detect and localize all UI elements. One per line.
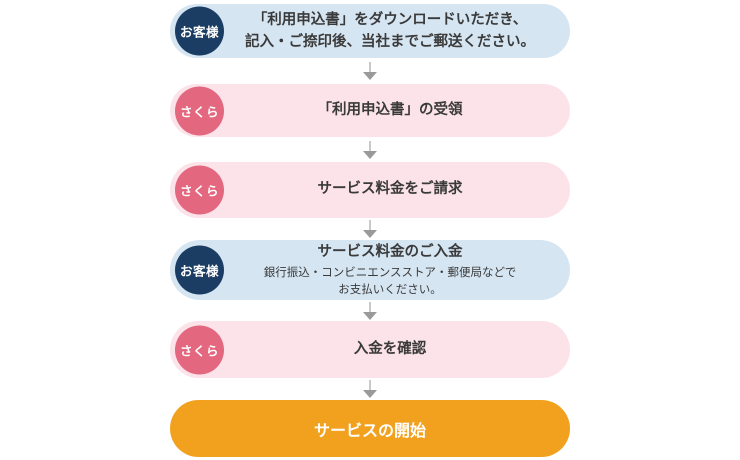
step-text-line1: 「利用申込書」をダウンロードいただき、: [252, 11, 528, 28]
actor-badge-company: さくら: [175, 86, 224, 135]
step-text-line2: 記入・ご捺印後、当社までご郵送ください。: [245, 34, 535, 50]
arrow-head: [363, 311, 377, 320]
arrow-head: [363, 72, 377, 80]
flow-arrow-down-icon: [170, 218, 570, 240]
step-note-line1: 銀行振込・コンビニエンスストア・郵便局などで: [263, 266, 517, 279]
actor-badge-company: さくら: [175, 165, 224, 215]
flow-arrow-down-icon: [170, 378, 570, 400]
actor-badge-customer: お客様: [175, 245, 224, 295]
step-billing: さくら サービス料金をご請求: [170, 162, 570, 218]
arrow-stem: [369, 301, 371, 312]
flow-arrow-down-icon: [170, 58, 570, 84]
actor-label: お客様: [179, 25, 219, 40]
arrow-stem: [369, 140, 371, 151]
actor-badge-customer: お客様: [175, 6, 224, 56]
step-title: 「利用申込書」の受領: [317, 101, 463, 118]
actor-label: お客様: [179, 264, 219, 279]
arrow-stem: [369, 220, 371, 230]
step-confirm-payment: さくら 入金を確認: [170, 321, 570, 378]
step-payment: お客様 サービス料金のご入金 銀行振込・コンビニエンスストア・郵便局などで お支…: [170, 240, 570, 300]
actor-label: さくら: [179, 344, 219, 358]
step-note-line2: お支払いください。: [338, 283, 442, 296]
arrow-head: [363, 230, 377, 238]
actor-label: さくら: [179, 184, 219, 199]
actor-badge-company: さくら: [175, 325, 224, 374]
actor-label: さくら: [179, 105, 219, 119]
arrow-head: [363, 150, 377, 159]
arrow-stem: [369, 62, 371, 72]
flow-arrow-down-icon: [170, 137, 570, 162]
arrow-head: [363, 390, 377, 398]
step-receive-form: さくら 「利用申込書」の受領: [170, 84, 570, 137]
step-title: 入金を確認: [353, 340, 427, 357]
step-title: サービス料金をご請求: [317, 181, 463, 198]
service-flowchart: お客様 「利用申込書」をダウンロードいただき、 記入・ご捺印後、当社までご郵送く…: [170, 0, 570, 457]
step-download-form: お客様 「利用申込書」をダウンロードいただき、 記入・ご捺印後、当社までご郵送く…: [170, 4, 570, 58]
step-title: サービス料金のご入金: [317, 244, 463, 261]
step-service-start: サービスの開始: [170, 400, 570, 457]
flow-arrow-down-icon: [170, 300, 570, 321]
arrow-stem: [369, 380, 371, 390]
final-step-title: サービスの開始: [313, 422, 426, 440]
